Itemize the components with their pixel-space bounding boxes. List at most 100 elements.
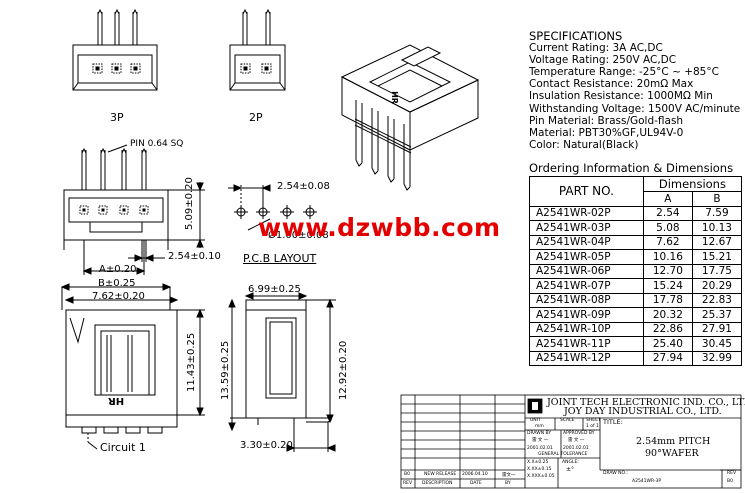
spec-line: Pin Material: Brass/Gold-flash: [529, 114, 684, 127]
hole-dimension: Ø1.00±0.08: [268, 230, 329, 241]
cell-part: A2541WR-10P: [529, 321, 644, 337]
pcb-layout: [228, 184, 317, 231]
rev-row-desc: NEW RELEASE: [424, 472, 457, 477]
drw-no: A2541WR-3P: [632, 479, 662, 484]
title-label: TITLE:: [603, 418, 623, 426]
watermark-link[interactable]: www.dzwbb.com: [258, 213, 501, 242]
cell-part: A2541WR-08P: [529, 292, 644, 308]
cell-a: 25.40: [642, 336, 693, 352]
cell-a: 5.08: [642, 220, 693, 236]
col-b: B: [691, 191, 743, 207]
rev-row-rev: B0: [404, 472, 410, 477]
dim-7-62: 7.62±0.20: [92, 291, 145, 302]
drawn-by-name: 雷 文 一: [532, 438, 549, 443]
label-3p: 3P: [110, 111, 124, 124]
cell-a: 7.62: [642, 234, 693, 250]
tol-3: X.XXX±0.05: [527, 474, 555, 479]
cell-a: 27.94: [642, 350, 693, 366]
cell-a: 12.70: [642, 263, 693, 279]
dim-11-43: 11.43±0.25: [186, 332, 197, 392]
pcb-layout-label: P.C.B LAYOUT: [243, 252, 317, 265]
dim-13-59: 13.59±0.25: [220, 340, 231, 400]
hdr-by: BY: [505, 481, 511, 486]
pin-label: PIN 0.64 SQ: [130, 139, 184, 149]
cell-part: A2541WR-05P: [529, 249, 644, 265]
cell-b: 12.67: [691, 234, 743, 250]
cell-part: A2541WR-02P: [529, 205, 644, 221]
cell-b: 30.45: [691, 336, 743, 352]
cell-b: 25.37: [691, 307, 743, 323]
cell-b: 10.13: [691, 220, 743, 236]
approved-date: 2001.02.01: [563, 446, 589, 451]
spec-line: Color: Natural(Black): [529, 138, 639, 151]
scale-label: SCALE: [560, 418, 575, 423]
spec-title: SPECIFICATIONS: [529, 29, 623, 43]
cell-a: 20.32: [642, 307, 693, 323]
cell-part: A2541WR-12P: [529, 350, 644, 366]
rev-row-by: 雷文一: [502, 473, 516, 478]
drawn-by-label: DRAWN BY: [527, 431, 552, 436]
cell-a: 10.16: [642, 249, 693, 265]
unit-value: mm: [535, 424, 544, 429]
tol-1: X.X±0.25: [527, 460, 549, 465]
tolerance-label: GENERAL TOLERANCE: [538, 452, 588, 457]
top-view-3p: [72, 8, 158, 91]
hdr-date: DATE: [470, 481, 482, 486]
circuit-label: Circuit 1: [100, 441, 146, 454]
cell-b: 22.83: [691, 292, 743, 308]
cell-b: 32.99: [691, 350, 743, 366]
dim-2-54-010: 2.54±0.10: [168, 251, 221, 262]
hr-logo-iso: HR: [389, 91, 399, 104]
cell-part: A2541WR-03P: [529, 220, 644, 236]
side-view-right: [228, 292, 336, 452]
cell-b: 20.29: [691, 278, 743, 294]
dim-b: B±0.25: [98, 278, 136, 289]
sheet-label: SHEET: [586, 418, 601, 423]
cell-b: 15.21: [691, 249, 743, 265]
cell-part: A2541WR-06P: [529, 263, 644, 279]
angle-label: ANGLE:: [562, 460, 579, 465]
col-dimensions: Dimensions: [642, 176, 743, 192]
tol-2: X.XX±0.15: [527, 467, 552, 472]
title-block-grid: [400, 394, 742, 489]
col-part-no: PART NO.: [529, 176, 644, 207]
cell-part: A2541WR-07P: [529, 278, 644, 294]
dim-3-30: 3.30±0.20: [240, 440, 293, 451]
pitch-dimension: 2.54±0.08: [277, 181, 330, 192]
front-view: [63, 144, 205, 275]
cell-part: A2541WR-04P: [529, 234, 644, 250]
title-line1: 2.54mm PITCH: [636, 436, 711, 447]
company-en: JOINT TECH ELECTRONIC IND. CO., LTD.: [547, 397, 745, 408]
cell-a: 17.78: [642, 292, 693, 308]
cell-part: A2541WR-11P: [529, 336, 644, 352]
spec-line: Voltage Rating: 250V AC,DC: [529, 54, 677, 67]
ordering-title: Ordering Information & Dimensions: [529, 161, 734, 175]
hr-logo-front: HR: [108, 395, 125, 406]
dim-5-09: 5.09±0.20: [184, 177, 195, 230]
label-2p: 2P: [249, 111, 263, 124]
cell-a: 22.86: [642, 321, 693, 337]
approved-label: APPROVED BY: [563, 431, 595, 436]
angle-value: ±°: [566, 466, 575, 473]
col-a: A: [642, 191, 693, 207]
dim-12-92: 12.92±0.20: [338, 340, 349, 400]
spec-line: Withstanding Voltage: 1500V AC/minute: [529, 102, 741, 115]
unit-label: UNIT: [530, 418, 541, 423]
side-view-front: [60, 283, 205, 450]
hdr-desc: DESCRIPTION: [422, 481, 453, 486]
spec-line: Contact Resistance: 20mΩ Max: [529, 78, 694, 91]
title-line2: 90°WAFER: [645, 448, 699, 459]
rev-row-date: 2006.04.10: [462, 472, 488, 477]
approved-name: 雷 文 一: [568, 438, 585, 443]
rev-label: REV: [727, 471, 737, 476]
